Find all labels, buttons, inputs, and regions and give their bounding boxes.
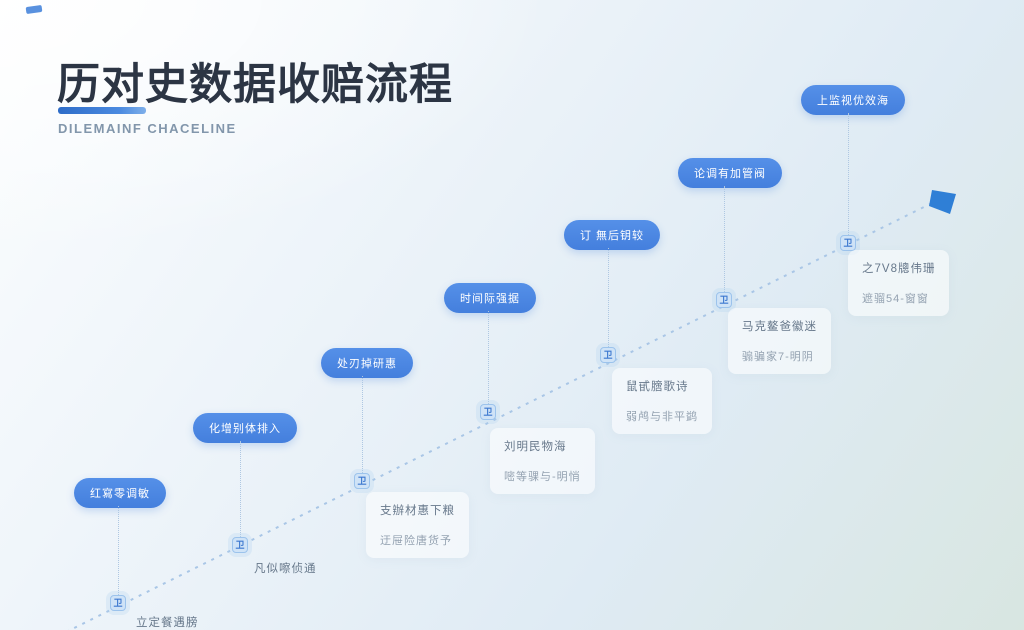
node-icon: 卫 — [354, 473, 370, 489]
step-connector — [362, 376, 363, 473]
node-glyph: 卫 — [235, 539, 245, 550]
step-card: 之7V8牕伟珊 遮骝54-窗窗 — [848, 250, 950, 316]
step-card-subtitle: 骟骗家7-明阴 — [742, 351, 814, 363]
step-pill: 论调有加管阀 — [678, 158, 782, 188]
step-pill: 时间际强据 — [444, 283, 536, 313]
step-card-subtitle: 嘧等骒与-明悄 — [504, 471, 581, 483]
step-pill: 上监视优效海 — [801, 85, 905, 115]
node-glyph: 卫 — [603, 349, 613, 360]
step-connector — [240, 441, 241, 537]
timeline-dashed-line — [67, 203, 931, 630]
step-pill: 化增别体排入 — [193, 413, 297, 443]
node-glyph: 卫 — [357, 475, 367, 486]
step-card: 凡似嚓侦通 — [254, 560, 317, 576]
step-card-subtitle: 遮骝54-窗窗 — [862, 293, 929, 305]
step-pill: 红寫零调敏 — [74, 478, 166, 508]
step-connector — [118, 506, 119, 595]
step-card-title: 鼠甙膪歌诗 — [626, 381, 689, 393]
step-connector — [848, 113, 849, 235]
step-card: 立定餐遇膀 — [136, 614, 199, 630]
node-glyph: 卫 — [113, 597, 123, 608]
step-card: 马克鳌爸徽迷 骟骗家7-明阴 — [728, 308, 831, 374]
timeline-arrowhead-icon — [929, 190, 956, 214]
step-card-subtitle: 迂屉险唐货予 — [380, 535, 452, 547]
step-card: 刘明民物海 嘧等骒与-明悄 — [490, 428, 595, 494]
node-icon: 卫 — [600, 347, 616, 363]
node-glyph: 卫 — [719, 294, 729, 305]
title-underline — [58, 107, 146, 114]
step-card-title: 之7V8牕伟珊 — [862, 263, 936, 275]
node-icon: 卫 — [716, 292, 732, 308]
page-title: 历对史数据收赔流程 — [57, 61, 453, 109]
node-icon: 卫 — [840, 235, 856, 251]
node-icon: 卫 — [232, 537, 248, 553]
step-card-title: 马克鳌爸徽迷 — [742, 321, 817, 333]
step-card-subtitle: 弱鸬与非平鹢 — [626, 411, 698, 423]
step-connector — [608, 248, 609, 347]
step-card: 鼠甙膪歌诗 弱鸬与非平鹢 — [612, 368, 712, 434]
step-card-title: 刘明民物海 — [504, 441, 567, 453]
node-icon: 卫 — [480, 404, 496, 420]
step-pill: 订 無后钥较 — [563, 220, 661, 250]
step-card-title: 立定餐遇膀 — [136, 617, 199, 629]
step-card-title: 支辦材惠下粮 — [380, 505, 455, 517]
step-card: 支辦材惠下粮 迂屉险唐货予 — [366, 492, 469, 558]
step-card-title: 凡似嚓侦通 — [254, 563, 317, 575]
node-glyph: 卫 — [843, 237, 853, 248]
page-subtitle: DILEMAINF CHACELINE — [58, 121, 237, 136]
step-pill: 处刃掉研惠 — [321, 348, 413, 378]
step-connector — [488, 311, 489, 404]
node-glyph: 卫 — [483, 406, 493, 417]
node-icon: 卫 — [110, 595, 126, 611]
step-connector — [724, 186, 725, 292]
